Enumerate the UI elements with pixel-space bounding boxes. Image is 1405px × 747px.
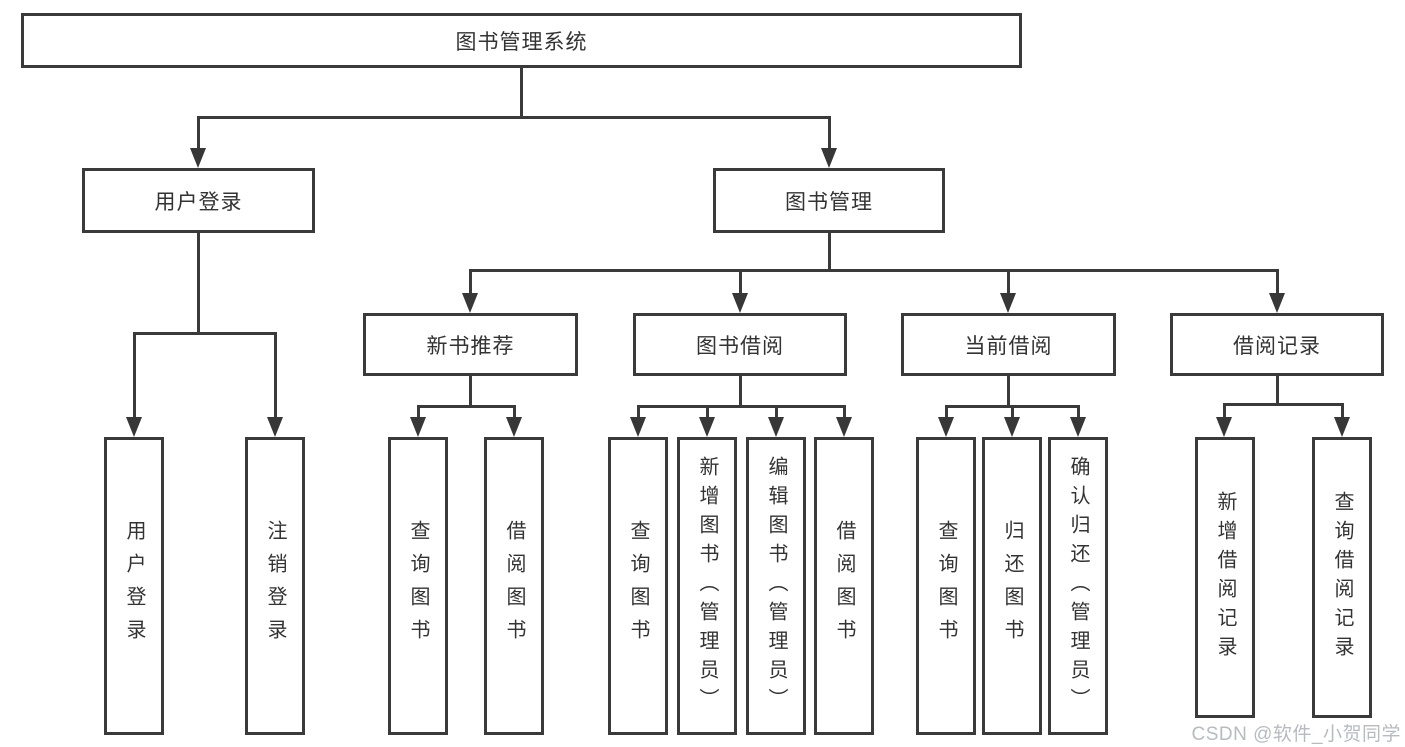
node-query-books-borrow: 查询图书 [608, 437, 668, 735]
node-label: 确认归还（管理员） [1067, 455, 1089, 717]
connector-line [1077, 405, 1080, 419]
node-label: 查询图书 [627, 520, 649, 652]
connector-line [1011, 405, 1014, 419]
arrow-down-icon [1334, 417, 1350, 437]
node-label: 查询图书 [407, 520, 429, 652]
arrow-down-icon [126, 417, 142, 437]
arrow-down-icon [699, 417, 715, 437]
arrow-down-icon [768, 417, 784, 437]
node-label: 当前借阅 [964, 334, 1053, 358]
node-label: 用户登录 [123, 520, 145, 652]
arrow-down-icon [732, 293, 748, 313]
arrow-down-icon [836, 417, 852, 437]
node-book-borrowing: 图书借阅 [633, 313, 847, 376]
arrow-down-icon [938, 417, 954, 437]
node-edit-books-admin: 编辑图书（管理员） [746, 437, 806, 735]
connector-line [1007, 376, 1010, 408]
connector-line [706, 405, 709, 419]
connector-line [828, 233, 831, 272]
node-label: 查询借阅记录 [1331, 490, 1353, 665]
connector-line [739, 269, 742, 295]
node-label: 用户登录 [154, 190, 243, 214]
arrow-down-icon [1004, 417, 1020, 437]
node-add-books-admin: 新增图书（管理员） [677, 437, 737, 735]
connector-line [133, 332, 277, 335]
connector-line [197, 116, 200, 150]
node-label: 新增图书（管理员） [696, 455, 718, 717]
connector-line [197, 116, 830, 119]
connector-line [417, 405, 420, 419]
connector-line [417, 405, 515, 408]
node-label: 注销登录 [264, 520, 286, 652]
node-query-borrow-record: 查询借阅记录 [1312, 437, 1372, 718]
node-book-management-module: 图书管理 [713, 168, 945, 233]
arrow-down-icon [1216, 417, 1232, 437]
node-label: 图书管理 [785, 190, 873, 214]
connector-line [274, 332, 277, 418]
connector-line [197, 233, 200, 335]
node-label: 图书借阅 [696, 334, 784, 358]
connector-line [1276, 269, 1279, 295]
node-current-borrowing: 当前借阅 [901, 313, 1116, 376]
connector-line [843, 405, 846, 419]
connector-line [1223, 403, 1226, 419]
arrow-down-icon [190, 148, 206, 168]
node-query-books-recommend: 查询图书 [388, 437, 448, 735]
csdn-watermark: CSDN @软件_小贺同学 [1191, 724, 1401, 745]
node-label: 图书管理系统 [455, 30, 588, 54]
node-label: 借阅图书 [833, 520, 855, 652]
connector-line [945, 405, 948, 419]
node-label: 归还图书 [1001, 520, 1023, 652]
node-new-book-recommend: 新书推荐 [363, 313, 578, 376]
connector-line [1341, 403, 1344, 419]
node-logout-login: 注销登录 [245, 437, 305, 735]
node-query-books-current: 查询图书 [916, 437, 976, 735]
node-user-login: 用户登录 [104, 437, 164, 735]
node-user-login-module: 用户登录 [82, 168, 315, 233]
connector-line [739, 376, 742, 408]
node-add-borrow-record: 新增借阅记录 [1195, 437, 1255, 718]
node-confirm-return-admin: 确认归还（管理员） [1048, 437, 1108, 735]
arrow-down-icon [267, 417, 283, 437]
node-label: 借阅图书 [503, 520, 525, 652]
connector-line [520, 68, 523, 118]
arrow-down-icon [1269, 293, 1285, 313]
arrow-down-icon [630, 417, 646, 437]
connector-line [828, 116, 831, 150]
node-label: 新增借阅记录 [1214, 490, 1236, 665]
connector-line [133, 332, 136, 418]
connector-line [1276, 376, 1279, 406]
connector-line [1007, 269, 1010, 295]
node-label: 查询图书 [935, 520, 957, 652]
connector-line [637, 405, 640, 419]
arrow-down-icon [1070, 417, 1086, 437]
connector-line [469, 269, 1278, 272]
arrow-down-icon [462, 293, 478, 313]
connector-line [469, 269, 472, 295]
connector-line [513, 405, 516, 419]
connector-line [775, 405, 778, 419]
connector-line [1223, 403, 1343, 406]
arrow-down-icon [1000, 293, 1016, 313]
node-library-management-system: 图书管理系统 [21, 13, 1022, 68]
node-label: 编辑图书（管理员） [765, 455, 787, 717]
connector-line [637, 405, 845, 408]
node-return-books: 归还图书 [982, 437, 1042, 735]
node-borrow-records: 借阅记录 [1170, 313, 1384, 376]
arrow-down-icon [821, 148, 837, 168]
node-borrow-books-recommend: 借阅图书 [484, 437, 544, 735]
node-borrow-books: 借阅图书 [814, 437, 874, 735]
node-label: 借阅记录 [1233, 334, 1321, 358]
arrow-down-icon [410, 417, 426, 437]
connector-line [469, 376, 472, 408]
node-label: 新书推荐 [426, 334, 515, 358]
arrow-down-icon [506, 417, 522, 437]
